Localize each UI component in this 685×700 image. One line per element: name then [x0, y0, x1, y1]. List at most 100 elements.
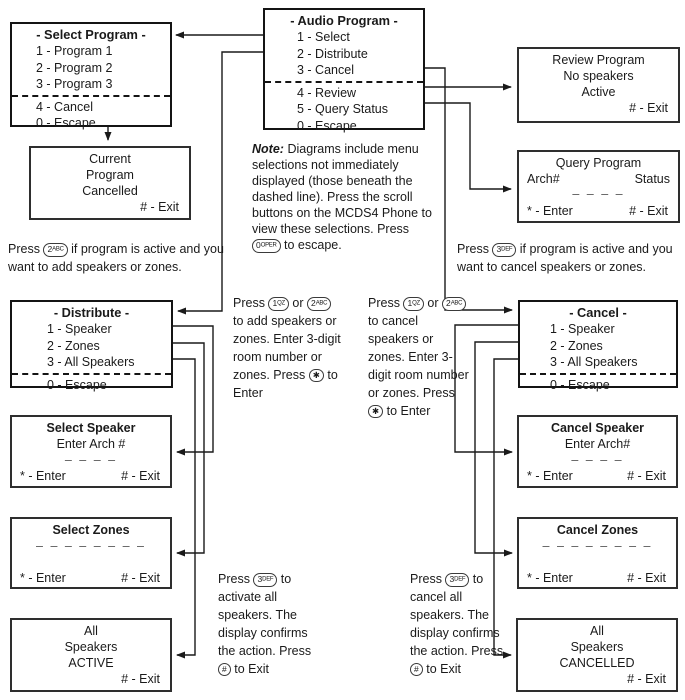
display-title: Query Program: [555, 156, 642, 170]
query-status-label: Status: [634, 171, 670, 186]
key-1-icon: 1QZ: [403, 297, 424, 311]
exit-label: # - Exit: [140, 200, 179, 215]
exit-label: # - Exit: [627, 571, 666, 586]
display-line: ACTIVE: [68, 655, 114, 670]
caption-text: or: [292, 296, 304, 310]
press-1-2-add-caption: Press 1QZ or 2ABC to add speakers or zon…: [233, 294, 341, 402]
note-press: Press: [377, 222, 410, 236]
key-pound-icon: #: [218, 663, 231, 676]
all-speakers-cancelled-display: All Speakers CANCELLED # - Exit: [516, 618, 678, 692]
menu-item: 1 - Program 1: [36, 44, 113, 58]
caption-text: Press: [233, 296, 265, 310]
query-arch-label: Arch#: [527, 171, 560, 186]
note-label: Note:: [252, 142, 284, 156]
display-line: Program: [86, 167, 134, 182]
key-3-def-icon: 3DEF: [253, 573, 278, 587]
cancel-speaker-display: Cancel Speaker Enter Arch# – – – – * - E…: [517, 415, 678, 488]
connector-cancel-zones-arrow: [474, 341, 518, 557]
display-title: Select Speaker: [46, 421, 136, 435]
caption-text: to activate all speakers. The display co…: [218, 572, 312, 658]
display-line: No speakers: [563, 68, 634, 83]
exit-label: # - Exit: [627, 672, 666, 687]
query-program-display: Query Program Arch# Status – – – – * - E…: [517, 150, 680, 223]
caption-text: Press: [8, 242, 40, 256]
entry-dashes: – – – –: [572, 187, 625, 202]
entry-dashes: – – – – – – – –: [542, 538, 653, 553]
display-title: Select Zones: [52, 523, 130, 537]
press-1-2-cancel-caption: Press 1QZ or 2ABC to cancel speakers or …: [368, 294, 472, 420]
display-line: Current: [89, 152, 131, 166]
display-line: Active: [581, 84, 616, 99]
cancel-menu: - Cancel - 1 - Speaker 2 - Zones 3 - All…: [518, 300, 678, 392]
key-3-def-icon: 3DEF: [492, 243, 517, 257]
display-line: Cancelled: [82, 183, 138, 198]
exit-label: # - Exit: [627, 469, 666, 484]
display-line: All: [590, 624, 604, 638]
menu-item: 2 - Zones: [47, 338, 100, 353]
display-subtitle: Enter Arch#: [564, 436, 631, 451]
caption-text: to Enter: [386, 404, 431, 418]
caption-text: Press: [457, 242, 489, 256]
key-pound-icon: #: [410, 663, 423, 676]
press-3-cancel-all-caption: Press 3DEF to cancel all speakers. The d…: [410, 570, 514, 678]
menu-item: 2 - Zones: [550, 338, 603, 353]
caption-text: to cancel speakers or zones. Enter 3-dig…: [368, 314, 469, 400]
note-text: Note: Diagrams include menu selections n…: [252, 141, 436, 253]
caption-text: to Enter: [233, 368, 338, 400]
audio-program-menu: - Audio Program - 1 - Select 2 - Distrib…: [263, 8, 425, 133]
all-speakers-active-display: All Speakers ACTIVE # - Exit: [10, 618, 172, 692]
caption-text: or: [427, 296, 439, 310]
caption-text: Press: [410, 572, 442, 586]
menu-item: 0 - Escape: [36, 116, 96, 130]
menu-item: 1 - Speaker: [47, 322, 112, 336]
exit-label: # - Exit: [121, 672, 160, 687]
display-line: Speakers: [64, 639, 118, 654]
caption-text: Press: [368, 296, 400, 310]
exit-label: # - Exit: [121, 571, 160, 586]
connector-all-active-arrow: [140, 358, 196, 659]
menu-item: 2 - Distribute: [297, 46, 368, 61]
enter-label: * - Enter: [527, 469, 573, 484]
distribute-menu: - Distribute - 1 - Speaker 2 - Zones 3 -…: [10, 300, 173, 392]
menu-item: 3 - All Speakers: [47, 355, 135, 369]
press-2-add-caption: Press 2ABC if program is active and you …: [8, 241, 248, 276]
key-star-icon: ✱: [308, 369, 324, 382]
menu-item: 1 - Select: [297, 30, 350, 44]
key-0-oper-icon: 0OPER: [252, 239, 281, 253]
exit-label: # - Exit: [629, 101, 668, 116]
key-star-icon: ✱: [368, 405, 384, 418]
spacer: [12, 555, 170, 571]
menu-item: 0 - Escape: [297, 118, 357, 133]
entry-dashes: – – – – – – – –: [36, 538, 146, 553]
caption-text: if program is active and you want to add…: [8, 242, 224, 274]
caption-text: to Exit: [234, 662, 269, 676]
display-line: All: [84, 624, 98, 638]
menu-item: 3 - Program 3: [36, 77, 113, 91]
menu-title: - Distribute -: [53, 305, 130, 320]
enter-label: * - Enter: [527, 571, 573, 586]
menu-item: 3 - All Speakers: [550, 355, 638, 369]
cancel-zones-display: Cancel Zones – – – – – – – – * - Enter #…: [517, 517, 678, 589]
menu-item: 4 - Review: [297, 85, 357, 100]
key-2-abc-icon: 2ABC: [43, 243, 68, 257]
menu-title: - Select Program -: [36, 27, 146, 42]
dashed-divider: [12, 94, 170, 97]
enter-label: * - Enter: [20, 469, 66, 484]
menu-item: 0 - Escape: [550, 377, 610, 392]
exit-label: # - Exit: [629, 204, 668, 219]
caption-text: to add speakers or zones. Enter 3-digit …: [233, 314, 341, 382]
spacer: [519, 555, 676, 571]
caption-text: Press: [218, 572, 250, 586]
caption-text: to cancel all speakers. The display conf…: [410, 572, 504, 658]
menu-item: 4 - Cancel: [36, 99, 93, 114]
entry-dashes: – – – –: [64, 452, 118, 467]
enter-label: * - Enter: [20, 571, 66, 586]
menu-title: - Audio Program -: [290, 13, 398, 28]
caption-text: to Exit: [426, 662, 461, 676]
select-zones-display: Select Zones – – – – – – – – * - Enter #…: [10, 517, 172, 589]
enter-label: * - Enter: [527, 204, 573, 219]
entry-dashes: – – – –: [571, 452, 624, 467]
display-line: CANCELLED: [559, 655, 635, 670]
menu-title: - Cancel -: [569, 305, 627, 320]
